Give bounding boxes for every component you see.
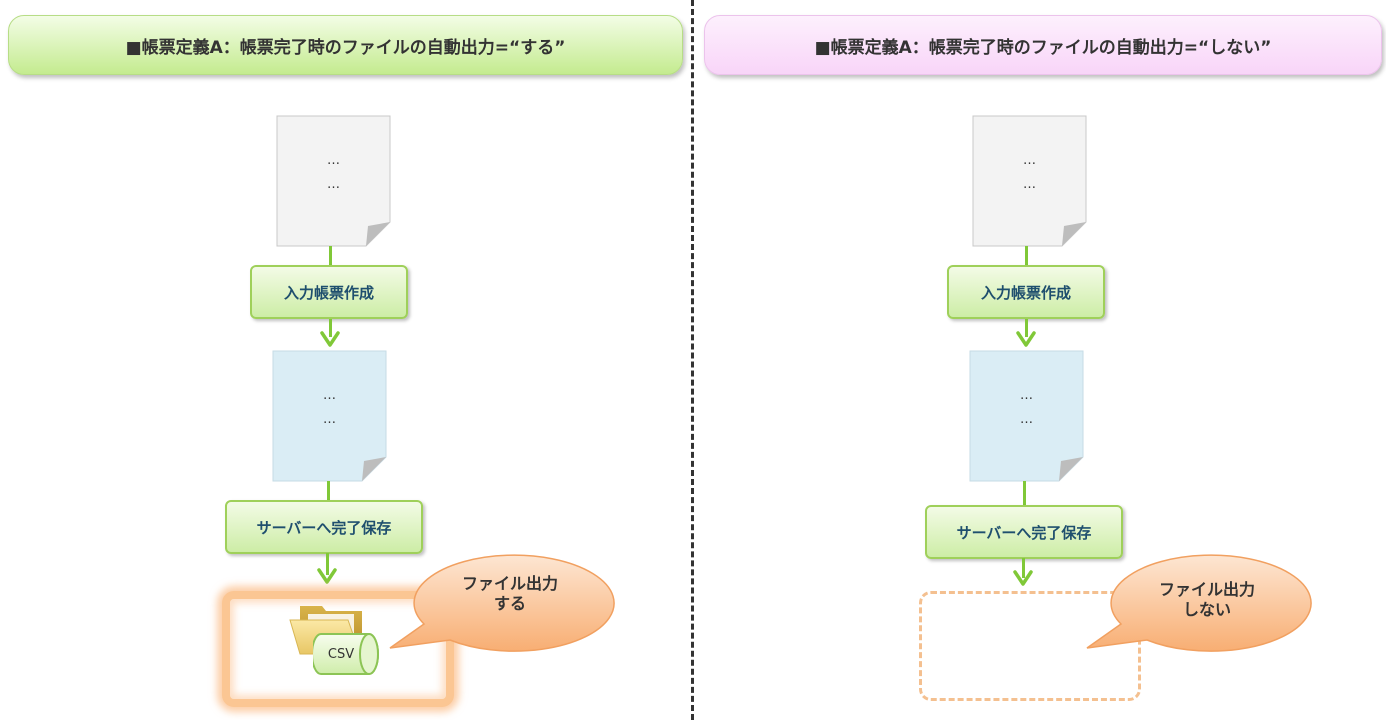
- right-input-document: … …: [972, 115, 1087, 247]
- csv-file-label: CSV: [327, 647, 355, 662]
- right-callout-bubble: ファイル出力 しない: [1081, 552, 1312, 658]
- csv-file-icon: [313, 633, 379, 675]
- left-arrow-1: [320, 331, 340, 347]
- left-doc1-line1: …: [327, 153, 340, 168]
- header-output-enabled: ■帳票定義A：帳票完了時のファイルの自動出力=“する”: [8, 15, 683, 75]
- right-doc2-line2: …: [1020, 412, 1033, 427]
- right-doc1-line1: …: [1023, 153, 1036, 168]
- left-doc1-line2: …: [327, 177, 340, 192]
- right-connector-2: [1025, 319, 1028, 337]
- left-connector-3: [327, 481, 330, 501]
- left-connector-2: [329, 319, 332, 337]
- left-step-save-to-server: サーバーへ完了保存: [225, 500, 423, 554]
- left-doc2-line1: …: [323, 388, 336, 403]
- right-step-save-to-server-label: サーバーへ完了保存: [956, 523, 1092, 542]
- right-step-create-form: 入力帳票作成: [947, 265, 1105, 319]
- left-callout-line1: ファイル出力: [461, 574, 558, 593]
- left-input-document: … …: [276, 115, 391, 247]
- header-output-disabled-text: ■帳票定義A：帳票完了時のファイルの自動出力=“しない”: [814, 37, 1272, 58]
- left-callout-bubble: ファイル出力 する: [384, 552, 615, 658]
- right-connector-4: [1022, 558, 1025, 578]
- right-callout-line2: しない: [1182, 600, 1231, 619]
- left-step-create-form: 入力帳票作成: [250, 265, 408, 319]
- left-doc2-line2: …: [323, 412, 336, 427]
- right-empty-output-box: [919, 591, 1141, 701]
- right-connector-3: [1023, 481, 1026, 506]
- left-completed-document-shape: [272, 350, 387, 482]
- header-output-enabled-text: ■帳票定義A：帳票完了時のファイルの自動出力=“する”: [125, 37, 566, 58]
- right-arrow-2: [1013, 570, 1033, 586]
- right-step-create-form-label: 入力帳票作成: [980, 283, 1071, 302]
- left-callout-shape: [389, 554, 615, 652]
- right-arrow-1: [1016, 331, 1036, 347]
- center-divider: [691, 0, 694, 720]
- left-callout-line2: する: [493, 594, 526, 613]
- right-connector-1: [1025, 246, 1028, 266]
- right-step-save-to-server: サーバーへ完了保存: [925, 505, 1123, 559]
- right-completed-document-shape: [969, 350, 1084, 482]
- right-completed-document: … …: [969, 350, 1084, 482]
- left-connector-4: [326, 553, 329, 575]
- right-doc1-line2: …: [1023, 177, 1036, 192]
- left-step-create-form-label: 入力帳票作成: [283, 283, 374, 302]
- left-arrow-2: [317, 568, 337, 584]
- left-step-save-to-server-label: サーバーへ完了保存: [256, 518, 392, 537]
- right-callout-line1: ファイル出力: [1158, 580, 1255, 599]
- left-completed-document: … …: [272, 350, 387, 482]
- header-output-disabled: ■帳票定義A：帳票完了時のファイルの自動出力=“しない”: [704, 15, 1382, 75]
- left-input-document-shape: [276, 115, 391, 247]
- right-callout-shape: [1086, 554, 1312, 652]
- right-doc2-line1: …: [1020, 388, 1033, 403]
- right-input-document-shape: [972, 115, 1087, 247]
- left-connector-1: [329, 246, 332, 266]
